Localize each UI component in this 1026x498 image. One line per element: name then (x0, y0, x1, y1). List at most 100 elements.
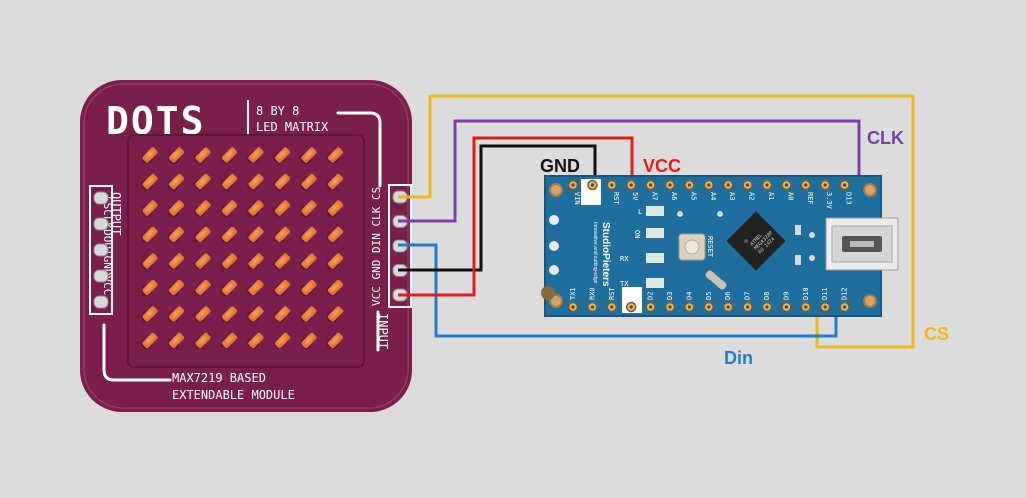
matrix-led (194, 279, 211, 297)
wire-cs (398, 94, 915, 349)
matrix-led (273, 279, 291, 297)
module-footer-1: MAX7219 BASED (172, 371, 266, 385)
matrix-led (247, 147, 264, 164)
top-pin-label: A5 (689, 192, 697, 200)
label-vcc: VCC (643, 156, 681, 176)
matrix-led (167, 173, 185, 191)
led-label-l: L (638, 208, 642, 216)
brand-subtitle: Innovative and cutting-edge (592, 222, 598, 284)
bottom-pin-label: D8 (763, 292, 771, 300)
bottom-pin-label: RST (608, 287, 616, 300)
label-cs: CS (924, 324, 949, 344)
matrix-led (220, 173, 238, 191)
led-label-on: ON (633, 230, 641, 238)
bottom-pin-label: D7 (744, 292, 752, 300)
module-footer-2: EXTENDABLE MODULE (172, 388, 295, 402)
matrix-led (247, 200, 264, 217)
matrix-led (247, 279, 264, 297)
bottom-pin-label: GND (627, 287, 635, 300)
output-header-pins (93, 191, 109, 309)
matrix-led (273, 173, 291, 191)
label-din: Din (724, 348, 753, 368)
wires (398, 94, 915, 349)
matrix-led (141, 200, 158, 217)
top-pin-label: A2 (748, 192, 756, 200)
header-pin (93, 191, 109, 205)
top-pin-label: A1 (767, 192, 775, 200)
matrix-led (326, 147, 344, 164)
matrix-led (220, 200, 238, 217)
matrix-led (300, 147, 317, 164)
matrix-led (194, 332, 211, 350)
matrix-led (141, 279, 158, 297)
module-right-pin-labels: VCC GND DIN CLK CS (370, 187, 383, 306)
module-subtitle-2: LED MATRIX (256, 120, 329, 134)
matrix-led (273, 147, 291, 164)
brand-name: StudioPieters (600, 222, 611, 287)
matrix-led (220, 147, 238, 164)
top-pin-label: A0 (786, 192, 794, 200)
top-pin-label: A3 (728, 192, 736, 200)
matrix-led (247, 173, 264, 191)
matrix-led (326, 226, 344, 244)
bottom-pin-label: D9 (782, 292, 790, 300)
matrix-led (300, 332, 317, 350)
matrix-led (326, 173, 344, 191)
matrix-led (247, 226, 264, 244)
bottom-pin-label: D2 (647, 292, 655, 300)
matrix-led (141, 226, 158, 244)
matrix-led (247, 306, 264, 323)
matrix-led (326, 253, 344, 270)
matrix-led (326, 306, 344, 323)
top-pin-label: A7 (651, 192, 659, 200)
led-grid (127, 134, 365, 368)
top-pin-label: GND (592, 192, 600, 205)
mcu-chip: ATMEL MEGA328P AU 1424 (726, 211, 786, 271)
matrix-led (273, 306, 291, 323)
wire-din (398, 243, 838, 338)
matrix-led (247, 253, 264, 270)
matrix-led (300, 253, 317, 270)
module-board (80, 80, 412, 412)
matrix-led (194, 306, 211, 323)
matrix-led (326, 279, 344, 297)
matrix-led (326, 332, 344, 350)
matrix-led (141, 306, 158, 323)
bottom-pin-label: RX0 (588, 287, 596, 300)
matrix-led (220, 279, 238, 297)
header-pin (93, 269, 109, 283)
bottom-pin-label: D11 (821, 287, 829, 300)
led-label-rx: RX (620, 255, 629, 263)
led-label-tx: TX (620, 280, 629, 288)
matrix-led (141, 173, 158, 191)
matrix-led (141, 253, 158, 270)
header-pin (93, 217, 109, 231)
module-logo: DOTS (106, 99, 206, 143)
matrix-led (220, 332, 238, 350)
matrix-led (300, 200, 317, 217)
top-pin-label: 5V (631, 192, 639, 201)
matrix-led (220, 226, 238, 244)
module-subtitle-1: 8 BY 8 (256, 104, 299, 118)
matrix-led (300, 173, 317, 191)
matrix-led (194, 226, 211, 244)
reset-label: RESET (706, 236, 714, 258)
matrix-led (167, 279, 185, 297)
usb-connector (825, 217, 899, 271)
bottom-pin-label: D10 (802, 287, 810, 300)
matrix-led (194, 173, 211, 191)
status-leds: L ON RX TX (620, 206, 664, 288)
matrix-led (167, 226, 185, 244)
matrix-led (220, 306, 238, 323)
matrix-led (220, 253, 238, 270)
matrix-led (167, 253, 185, 270)
top-pin-label: REF (806, 192, 814, 205)
bottom-pin-label: TX1 (569, 287, 577, 300)
header-pin (93, 295, 109, 309)
bottom-pin-label: D5 (705, 292, 713, 300)
module-input-label: INPUT (376, 313, 390, 349)
